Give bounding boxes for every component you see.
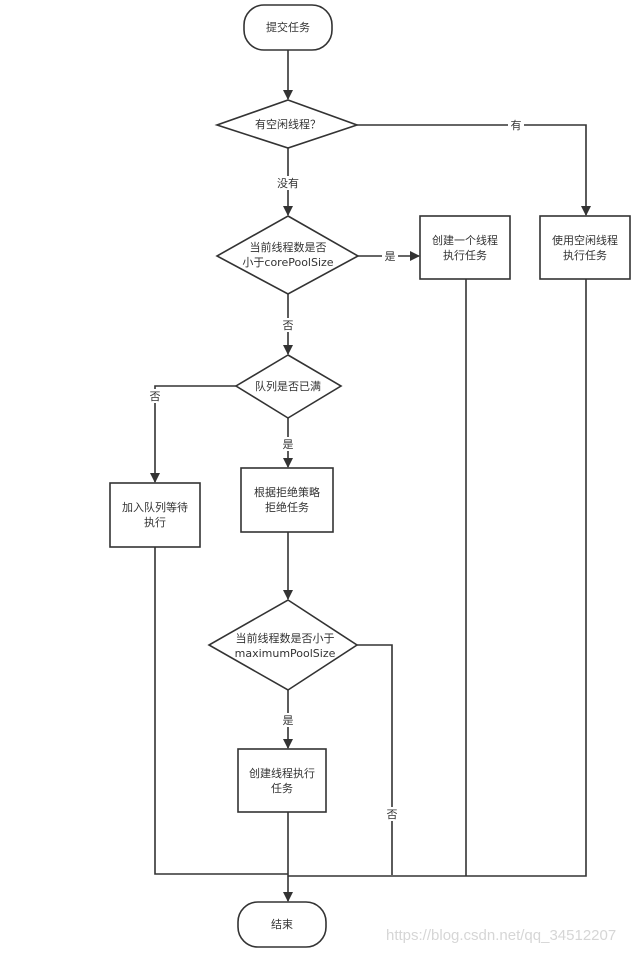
end-node: 结束 — [237, 901, 327, 948]
enqueue-line-2: 执行 — [144, 515, 166, 529]
reject-box: 根据拒绝策略 拒绝任务 — [240, 467, 334, 533]
start-node: 提交任务 — [243, 4, 333, 51]
create-thread-line-1: 创建线程执行 — [249, 766, 315, 780]
queue-full-label: 队列是否已满 — [255, 379, 321, 393]
edge-label-core-yes: 是 — [385, 250, 396, 263]
enqueue-line-1: 加入队列等待 — [122, 500, 188, 514]
create-one-thread-box: 创建一个线程 执行任务 — [419, 215, 511, 280]
start-label: 提交任务 — [266, 20, 310, 34]
queue-full-decision: 队列是否已满 — [234, 354, 343, 419]
core-check-decision: 当前线程数是否 小于corePoolSize — [215, 215, 360, 295]
end-label: 结束 — [271, 918, 293, 931]
edge-label-has: 有 — [511, 118, 522, 132]
edge-max-no — [357, 644, 393, 875]
edge-label-queue-yes: 是 — [283, 438, 294, 451]
max-check-decision: 当前线程数是否小于 maximumPoolSize — [207, 599, 359, 691]
create-thread-box: 创建线程执行 任务 — [237, 748, 327, 813]
create-one-line-1: 创建一个线程 — [432, 233, 498, 247]
max-check-line-2: maximumPoolSize — [235, 647, 336, 660]
edge-queue-no — [150, 385, 236, 483]
edge-label-queue-no: 否 — [150, 390, 161, 403]
edge-label-has-not: 没有 — [277, 176, 299, 190]
reject-line-2: 拒绝任务 — [265, 500, 309, 514]
max-check-line-1: 当前线程数是否小于 — [236, 631, 335, 645]
has-idle-decision: 有空闲线程？ — [214, 99, 360, 149]
edge-idle-has — [357, 124, 591, 216]
watermark: https://blog.csdn.net/qq_34512207 — [386, 927, 616, 944]
create-one-line-2: 执行任务 — [443, 248, 487, 262]
core-check-line-1: 当前线程数是否 — [250, 240, 327, 254]
create-thread-line-2: 任务 — [271, 782, 293, 795]
edge-label-max-yes: 是 — [283, 714, 294, 727]
has-idle-label: 有空闲线程？ — [255, 117, 321, 131]
enqueue-box: 加入队列等待 执行 — [109, 482, 201, 548]
edge-label-core-no: 否 — [283, 319, 294, 332]
use-idle-line-1: 使用空闲线程 — [552, 233, 618, 247]
edge-use-idle-to-end — [288, 279, 587, 877]
reject-line-1: 根据拒绝策略 — [254, 485, 320, 499]
edge-label-max-no: 否 — [387, 808, 398, 821]
edge-enqueue-to-end — [154, 547, 288, 875]
use-idle-thread-box: 使用空闲线程 执行任务 — [539, 215, 631, 280]
core-check-line-2: 小于corePoolSize — [242, 256, 333, 269]
use-idle-line-2: 执行任务 — [563, 248, 607, 262]
